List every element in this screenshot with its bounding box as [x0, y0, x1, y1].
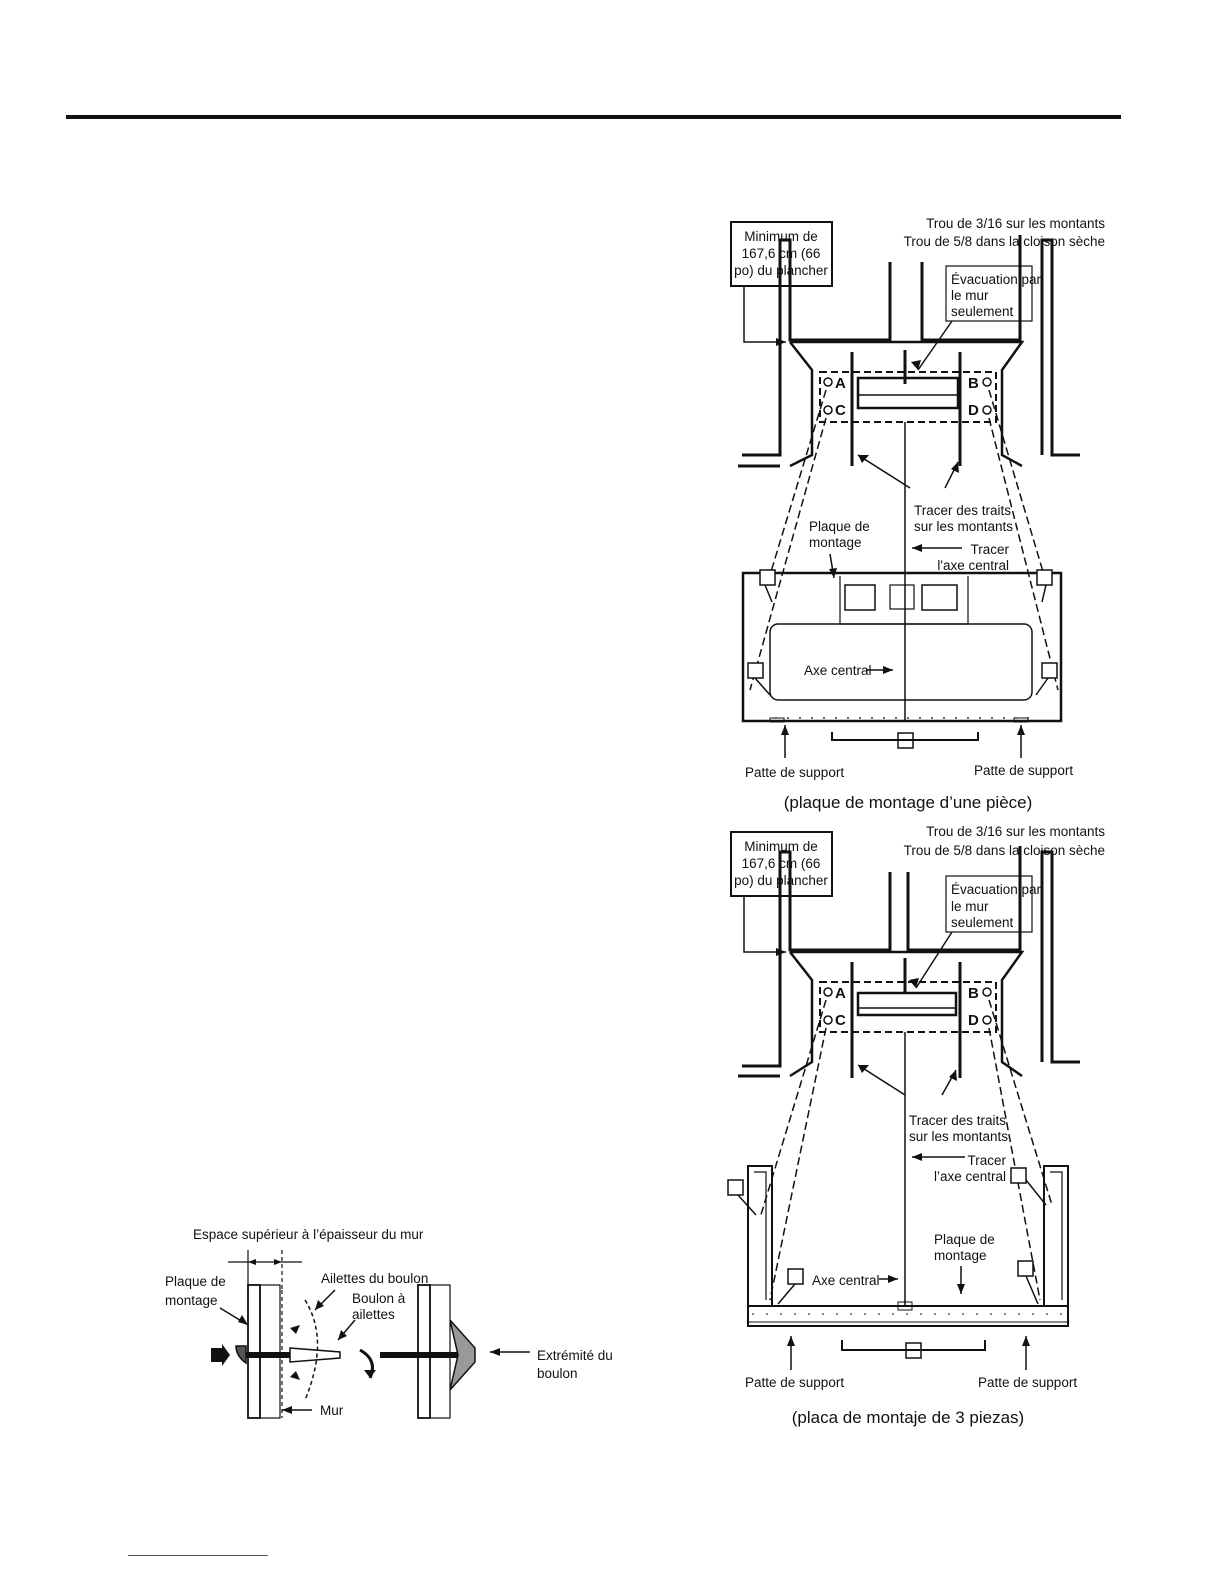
trace-lines-label-2: sur les montants: [914, 519, 1013, 534]
figure-one-labels: Minimum de 167,6 cm (66 po) du plancher …: [734, 216, 1105, 812]
vent-label-2: le mur: [951, 899, 989, 914]
trace-lines-label-1: Tracer des traits: [914, 503, 1011, 518]
trace-center-label-1: Tracer: [967, 1153, 1006, 1168]
center-axis-label: Axe central: [812, 1273, 880, 1288]
plate-label-1: Plaque de: [809, 519, 870, 534]
figure-one-arrowheads: [776, 338, 1025, 735]
bolt-end-label-1: Extrémité du: [537, 1348, 613, 1363]
hole-letter-d: D: [968, 402, 979, 419]
support-tab-left-label: Patte de support: [745, 1375, 844, 1390]
support-tab-right-label: Patte de support: [974, 763, 1073, 778]
hole-drywall-label: Trou de 5/8 dans la cloison sèche: [904, 234, 1105, 249]
toggle-bolt-label-2: ailettes: [352, 1307, 395, 1322]
min-height-label-3: po) du plancher: [734, 873, 828, 888]
vent-label-3: seulement: [951, 915, 1014, 930]
min-height-label-2: 167,6 cm (66: [742, 856, 821, 871]
plate-label-1: Plaque de: [165, 1274, 226, 1289]
footer-link-underline: [128, 1555, 268, 1556]
vent-label-2: le mur: [951, 288, 989, 303]
hole-letter-b: B: [968, 985, 979, 1002]
wall-label: Mur: [320, 1403, 344, 1418]
plate-label-1: Plaque de: [934, 1232, 995, 1247]
figure-one-caption: (plaque de montage d’une pièce): [784, 793, 1033, 812]
hole-letter-c: C: [835, 1012, 846, 1029]
top-rule: [66, 115, 1121, 119]
trace-lines-label-2: sur les montants: [909, 1129, 1008, 1144]
hole-stud-label: Trou de 3/16 sur les montants: [926, 216, 1105, 231]
center-axis-label: Axe central: [804, 663, 872, 678]
bolt-wings-label: Ailettes du boulon: [321, 1271, 428, 1286]
hole-letter-c: C: [835, 402, 846, 419]
support-tab-right-label: Patte de support: [978, 1375, 1077, 1390]
min-height-label-1: Minimum de: [744, 229, 818, 244]
trace-center-label-2: l'axe central: [937, 558, 1009, 573]
figure-two-labels: Minimum de 167,6 cm (66 po) du plancher …: [734, 824, 1105, 1427]
min-height-label-1: Minimum de: [744, 839, 818, 854]
plate-label-2: montage: [809, 535, 862, 550]
figure-two-arrowheads: [776, 948, 1030, 1346]
toggle-bolt-label-1: Boulon à: [352, 1291, 406, 1306]
vent-label-1: Évacuation par: [951, 272, 1042, 287]
hole-letter-a: A: [835, 985, 846, 1002]
bolt-end-label-2: boulon: [537, 1366, 578, 1381]
vent-label-3: seulement: [951, 304, 1014, 319]
trace-lines-label-1: Tracer des traits: [909, 1113, 1006, 1128]
figure-two-caption: (placa de montaje de 3 piezas): [792, 1408, 1024, 1427]
trace-center-label-1: Tracer: [970, 542, 1009, 557]
figure-one-piece-plate: [730, 221, 1080, 758]
support-tab-left-label: Patte de support: [745, 765, 844, 780]
hole-letter-b: B: [968, 375, 979, 392]
hole-letter-a: A: [835, 375, 846, 392]
trace-center-label-2: l’axe central: [934, 1169, 1006, 1184]
plate-label-2: montage: [934, 1248, 987, 1263]
toggle-bolt-arrowheads: [211, 1259, 500, 1414]
toggle-bolt-labels: Espace supérieur à l’épaisseur du mur Pl…: [165, 1227, 613, 1418]
vent-label-1: Évacuation par: [951, 882, 1042, 897]
hole-drywall-label: Trou de 5/8 dans la cloison sèche: [904, 843, 1105, 858]
plate-label-2: montage: [165, 1293, 218, 1308]
min-height-label-3: po) du plancher: [734, 263, 828, 278]
figure-three-piece-plate: [727, 831, 1080, 1370]
gap-label: Espace supérieur à l’épaisseur du mur: [193, 1227, 424, 1242]
toggle-bolt-figure: [219, 1250, 530, 1419]
min-height-label-2: 167,6 cm (66: [742, 246, 821, 261]
hole-letter-d: D: [968, 1012, 979, 1029]
hole-stud-label: Trou de 3/16 sur les montants: [926, 824, 1105, 839]
